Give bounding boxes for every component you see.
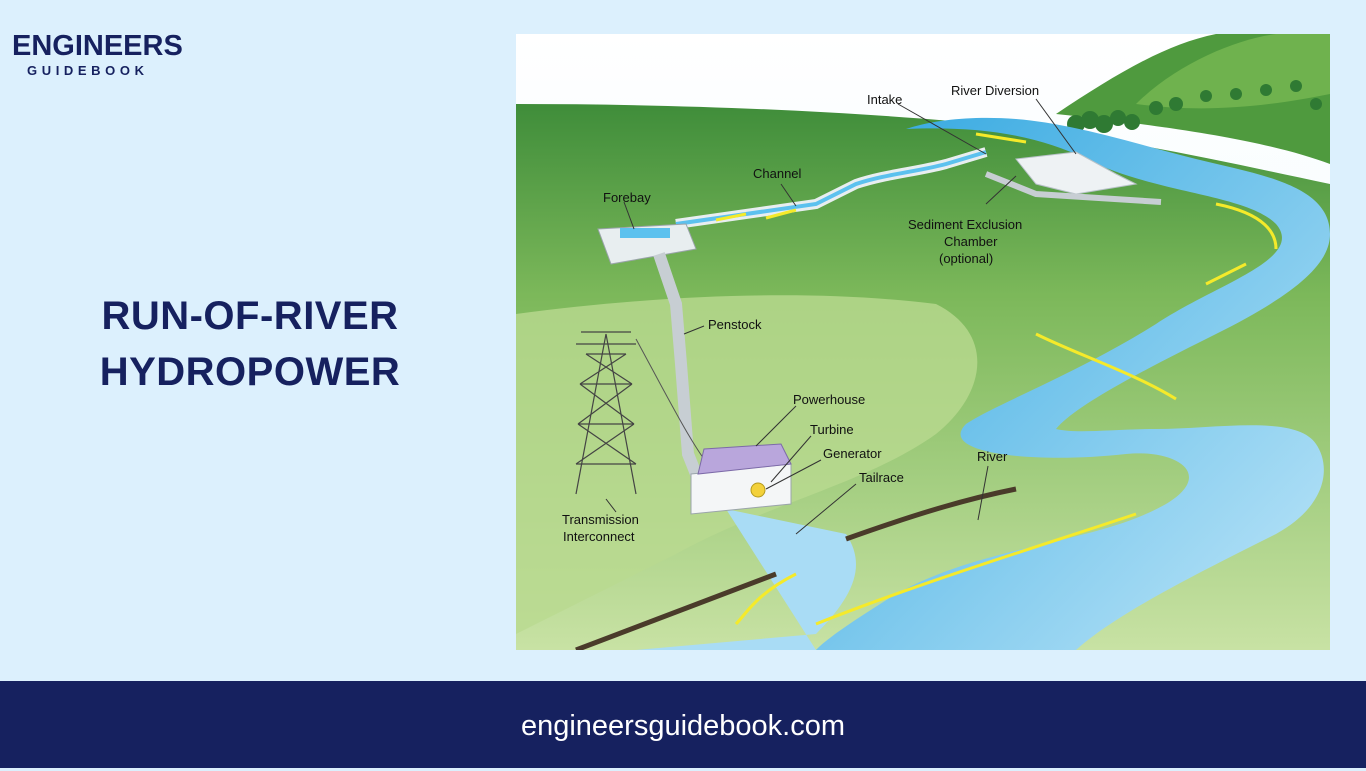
- label-powerhouse: Powerhouse: [793, 392, 865, 407]
- page-title: RUN-OF-RIVER HYDROPOWER: [40, 288, 460, 400]
- footer-url[interactable]: engineersguidebook.com: [520, 710, 846, 742]
- label-sediment-line3: (optional): [939, 251, 993, 266]
- flow-arrows: [715, 132, 1278, 626]
- page-title-line1: RUN-OF-RIVER: [101, 294, 399, 338]
- channel-water: [675, 150, 987, 226]
- label-river-diversion: River Diversion: [951, 83, 1039, 98]
- tailrace-water: [636, 509, 856, 650]
- leader-powerhouse: [755, 405, 797, 447]
- label-generator: Generator: [823, 446, 882, 461]
- label-transmission-line2: Interconnect: [563, 529, 635, 544]
- hydropower-diagram: Intake River Diversion Channel Forebay S…: [516, 34, 1330, 650]
- leader-river-diversion: [1035, 98, 1077, 155]
- brand-subtitle: GUIDEBOOK: [27, 63, 149, 78]
- bank-edge-left: [575, 571, 777, 650]
- river: [816, 117, 1330, 650]
- label-channel: Channel: [753, 166, 802, 181]
- label-penstock: Penstock: [708, 317, 762, 332]
- sediment-pipe: [984, 171, 1162, 205]
- penstock-pipe: [653, 252, 702, 477]
- forebay-water: [620, 228, 670, 238]
- leader-sediment: [985, 175, 1017, 205]
- leader-channel: [780, 183, 797, 207]
- label-sediment-line2: Chamber: [944, 234, 998, 249]
- label-forebay: Forebay: [603, 190, 651, 205]
- tree-cluster: [1067, 80, 1322, 133]
- label-tailrace: Tailrace: [859, 470, 904, 485]
- leader-river: [977, 465, 989, 521]
- transmission-tower: [575, 331, 637, 495]
- leader-transmission: [605, 498, 617, 513]
- label-intake: Intake: [867, 92, 902, 107]
- leader-penstock: [683, 325, 705, 335]
- label-sediment-line1: Sediment Exclusion: [908, 217, 1022, 232]
- powerhouse-building: [690, 443, 792, 515]
- brand-logo[interactable]: ENGINEERS GUIDEBOOK: [12, 30, 183, 80]
- leader-forebay: [623, 201, 635, 230]
- footer-bar: engineersguidebook.com: [0, 681, 1366, 768]
- leader-tailrace: [795, 483, 857, 535]
- leader-intake: [897, 103, 987, 155]
- leader-turbine: [770, 435, 812, 483]
- page-title-line2: HYDROPOWER: [99, 350, 401, 394]
- label-transmission-line1: Transmission: [562, 512, 639, 527]
- far-hill: [1136, 34, 1330, 109]
- leader-generator: [765, 459, 822, 490]
- label-river: River: [977, 449, 1008, 464]
- weir: [1015, 151, 1138, 195]
- bank-edge: [845, 486, 1017, 542]
- label-turbine: Turbine: [810, 422, 854, 437]
- brand-name: ENGINEERS: [12, 30, 183, 62]
